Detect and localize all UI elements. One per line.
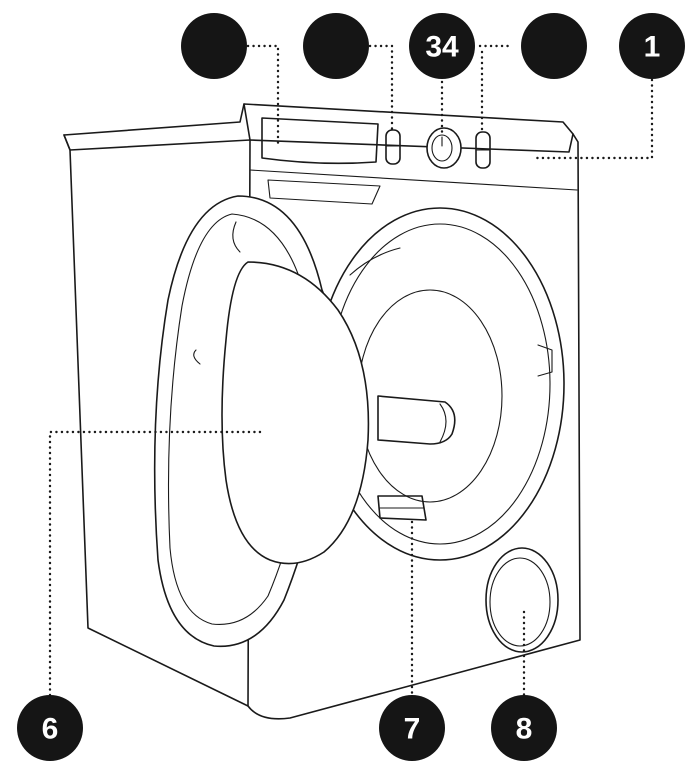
callout-7: 7: [379, 695, 445, 761]
svg-text:1: 1: [644, 31, 661, 64]
program-buttons-left[interactable]: [385, 129, 401, 165]
callout-8: 8: [491, 695, 557, 761]
leader-line-1: [534, 78, 654, 160]
callout-2: [181, 13, 247, 79]
machine-front-panel: [243, 103, 581, 720]
svg-text:7: 7: [404, 713, 421, 746]
callout-34: 34: [409, 13, 475, 79]
callout-badges: 34 1 6 7 8: [17, 13, 685, 761]
door-catch[interactable]: [377, 495, 427, 521]
control-panel-edge: [249, 169, 578, 191]
leader-line-3: [368, 44, 394, 134]
callout-1: 1: [619, 13, 685, 79]
pump-filter-cover[interactable]: [485, 547, 559, 653]
leader-lines: [48, 44, 654, 702]
svg-text:8: 8: [516, 713, 533, 746]
drum: [357, 289, 503, 503]
program-selector-knob[interactable]: [426, 127, 462, 169]
callout-6: 6: [17, 695, 83, 761]
washing-machine: [63, 103, 581, 720]
program-buttons-right[interactable]: [475, 131, 491, 169]
machine-top: [63, 103, 574, 153]
leader-line-5: [478, 44, 512, 136]
leader-line-2: [246, 44, 280, 146]
open-door[interactable]: [153, 195, 370, 648]
svg-text:34: 34: [425, 31, 459, 64]
callout-5: [521, 13, 587, 79]
machine-side-panel: [63, 134, 249, 707]
callout-3: [303, 13, 369, 79]
detergent-drawer[interactable]: [261, 117, 381, 205]
leader-line-6: [48, 430, 262, 702]
svg-text:6: 6: [42, 713, 59, 746]
